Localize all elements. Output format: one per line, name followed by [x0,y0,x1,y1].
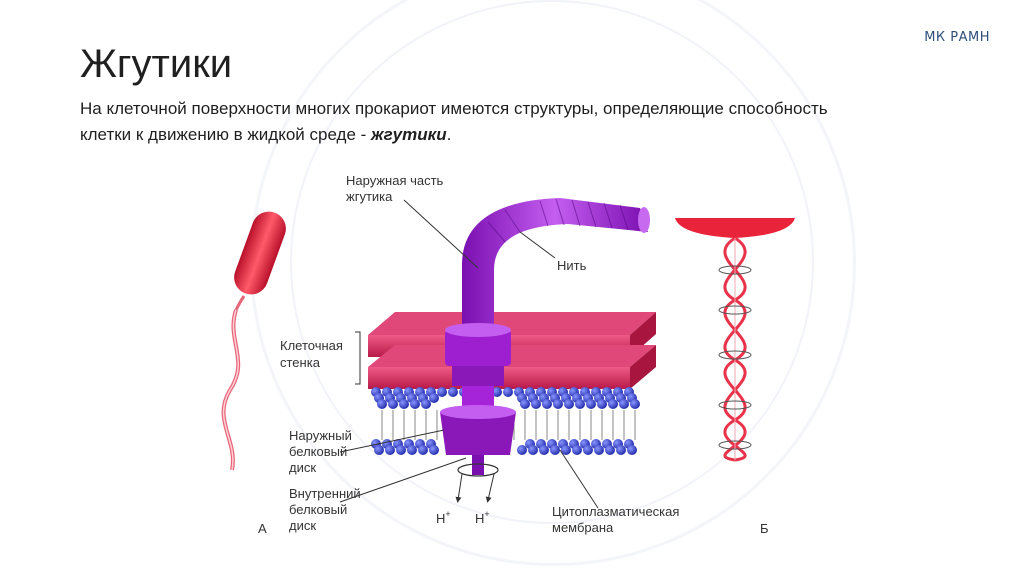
label-panel-a: А [258,521,267,536]
label-inner-disc-3: диск [289,518,316,533]
label-panel-b: Б [760,521,769,536]
label-cell-wall-1: Клеточная [280,338,343,353]
label-outer-part-1: Наружная часть [346,173,444,188]
bacterium-illustration [221,211,286,471]
leader-lines [339,199,599,509]
label-outer-disc-1: Наружный [289,428,352,443]
label-cell-wall-2: стенка [280,355,321,370]
slide-title: Жгутики [80,42,233,86]
watermark-seal-inner [290,0,814,524]
label-outer-part-2: жгутика [346,189,393,204]
flagellum-structure [440,198,650,503]
label-outer-disc-2: белковый [289,444,347,459]
intro-text: На клеточной поверхности многих прокарио… [80,99,828,144]
label-membrane-2: мембрана [552,520,614,535]
label-outer-disc-3: диск [289,460,316,475]
label-proton-left: H+ [436,509,451,526]
intro-end: . [446,125,452,144]
label-membrane-1: Цитоплазматическая [552,504,679,519]
intro-paragraph: На клеточной поверхности многих прокарио… [80,96,860,148]
label-inner-disc-2: белковый [289,502,347,517]
helix-illustration [675,218,795,462]
label-filament: Нить [557,258,587,273]
intro-emphasis: жгутики [371,125,447,144]
label-inner-disc-1: Внутренний [289,486,361,501]
brand-label: МК РАМН [924,30,990,45]
cell-wall-layers [368,312,656,389]
label-proton-right: H+ [475,509,490,526]
